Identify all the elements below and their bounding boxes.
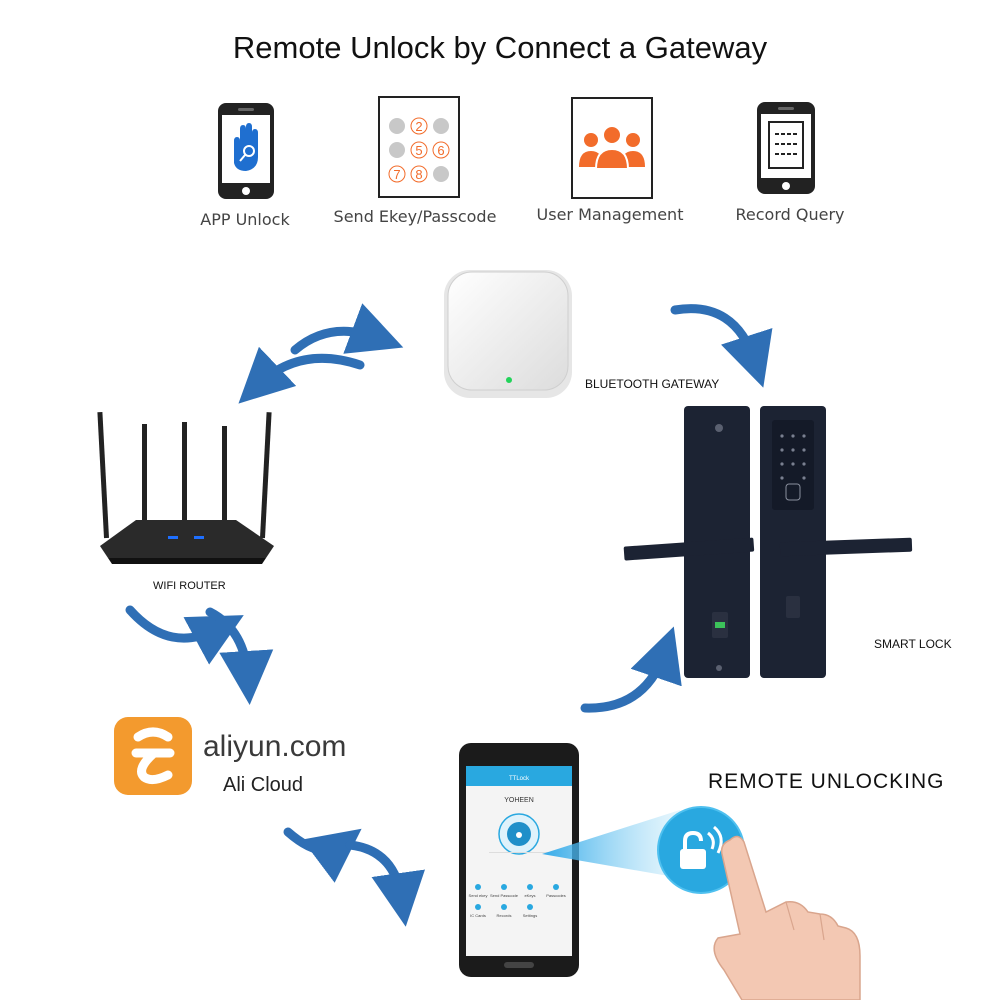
app-lock-name: YOHEEN	[504, 797, 534, 804]
keypad-key: 2	[415, 119, 422, 134]
keypad-key: 8	[415, 167, 422, 182]
page-title: Remote Unlock by Connect a Gateway	[232, 30, 768, 65]
cloud-brand: aliyun.com	[203, 730, 347, 763]
app-menu-item[interactable]: IC Cards	[470, 913, 486, 918]
app-menu-item[interactable]: Send ekey	[469, 893, 488, 898]
arrow-router-gateway	[290, 303, 404, 355]
feature-label-send-ekey: Send Ekey/Passcode	[333, 207, 497, 226]
lock-label: SMART LOCK	[874, 637, 952, 651]
keypad-key: 7	[393, 167, 400, 182]
arrow-cloud-phone-2	[345, 840, 425, 927]
app-menu-item[interactable]: Passcodes	[546, 893, 566, 898]
wifi-router-device	[96, 408, 280, 576]
signal-beam	[540, 808, 690, 888]
app-title: TTLock	[509, 776, 530, 782]
app-menu-item[interactable]: Records	[497, 913, 512, 918]
arrow-router-cloud-2	[205, 607, 274, 705]
arrow-router-cloud-1	[125, 605, 244, 665]
arrow-gateway-router	[238, 346, 365, 404]
keypad-icon: 2 5 6 7 8	[378, 96, 460, 198]
keypad-key: 5	[415, 143, 422, 158]
finger-hand-icon	[690, 830, 870, 1000]
aliyun-logo-icon	[114, 717, 192, 795]
feature-label-record-query: Record Query	[735, 205, 845, 224]
arrow-cloud-phone-1	[283, 827, 362, 883]
users-group-icon	[571, 97, 653, 199]
app-menu-item[interactable]: Send Passcode	[490, 893, 519, 898]
gateway-label: BLUETOOTH GATEWAY	[585, 377, 720, 391]
smartphone-app: TTLock YOHEEN Send ekey Send Passcode eK…	[458, 742, 580, 978]
app-menu-item[interactable]: eKeys	[524, 893, 535, 898]
feature-label-user-management: User Management	[536, 205, 684, 224]
bluetooth-gateway-device	[440, 266, 576, 402]
router-label: WIFI ROUTER	[153, 580, 226, 590]
record-query-icon	[755, 100, 817, 196]
keypad-key: 6	[437, 143, 444, 158]
arrow-gateway-lock	[670, 304, 773, 388]
remote-unlocking-label: REMOTE UNLOCKING	[708, 770, 945, 793]
app-unlock-icon	[216, 101, 276, 201]
cloud-name: Ali Cloud	[223, 774, 304, 796]
feature-label-app-unlock: APP Unlock	[200, 210, 290, 229]
app-menu-item[interactable]: Settings	[523, 913, 537, 918]
smart-lock-device	[620, 400, 915, 685]
